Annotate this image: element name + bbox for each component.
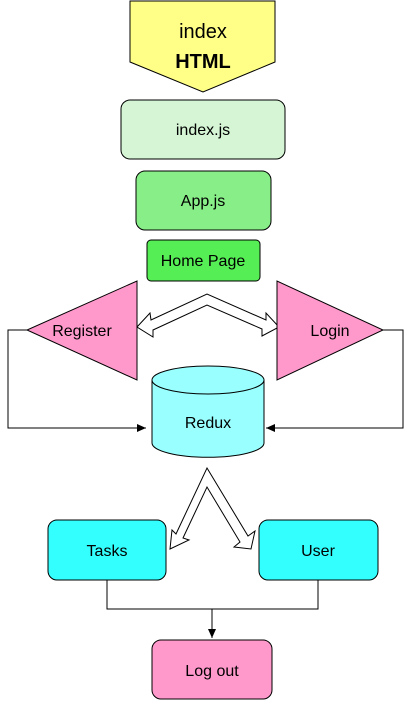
log-out-node: Log out: [151, 639, 273, 700]
login-label: Login: [310, 323, 349, 340]
user-label: User: [301, 543, 335, 560]
log-out-label: Log out: [185, 663, 239, 680]
login-to-redux-connector: [266, 329, 404, 432]
index-js-node: index.js: [120, 99, 286, 160]
index-html-node: index HTML: [129, 0, 276, 93]
home-page-node: Home Page: [146, 239, 261, 282]
redux-split-arrow: [169, 466, 256, 550]
index-html-line1: index: [179, 21, 227, 43]
register-label: Register: [52, 323, 112, 340]
login-node: Login: [276, 280, 385, 381]
register-node: Register: [25, 280, 138, 381]
tasks-node: Tasks: [47, 519, 167, 581]
register-login-double-arrow: [136, 293, 280, 338]
user-node: User: [258, 519, 379, 581]
index-js-label: index.js: [176, 122, 230, 139]
app-js-label: App.js: [181, 193, 225, 210]
tasks-user-to-logout-connector: [106, 580, 319, 610]
index-html-line2: HTML: [175, 51, 231, 73]
redux-node: Redux: [151, 365, 265, 458]
register-to-redux-connector: [7, 329, 146, 432]
tasks-label: Tasks: [87, 543, 128, 560]
home-page-label: Home Page: [161, 253, 246, 270]
redux-label: Redux: [185, 415, 231, 432]
app-js-node: App.js: [135, 170, 272, 231]
